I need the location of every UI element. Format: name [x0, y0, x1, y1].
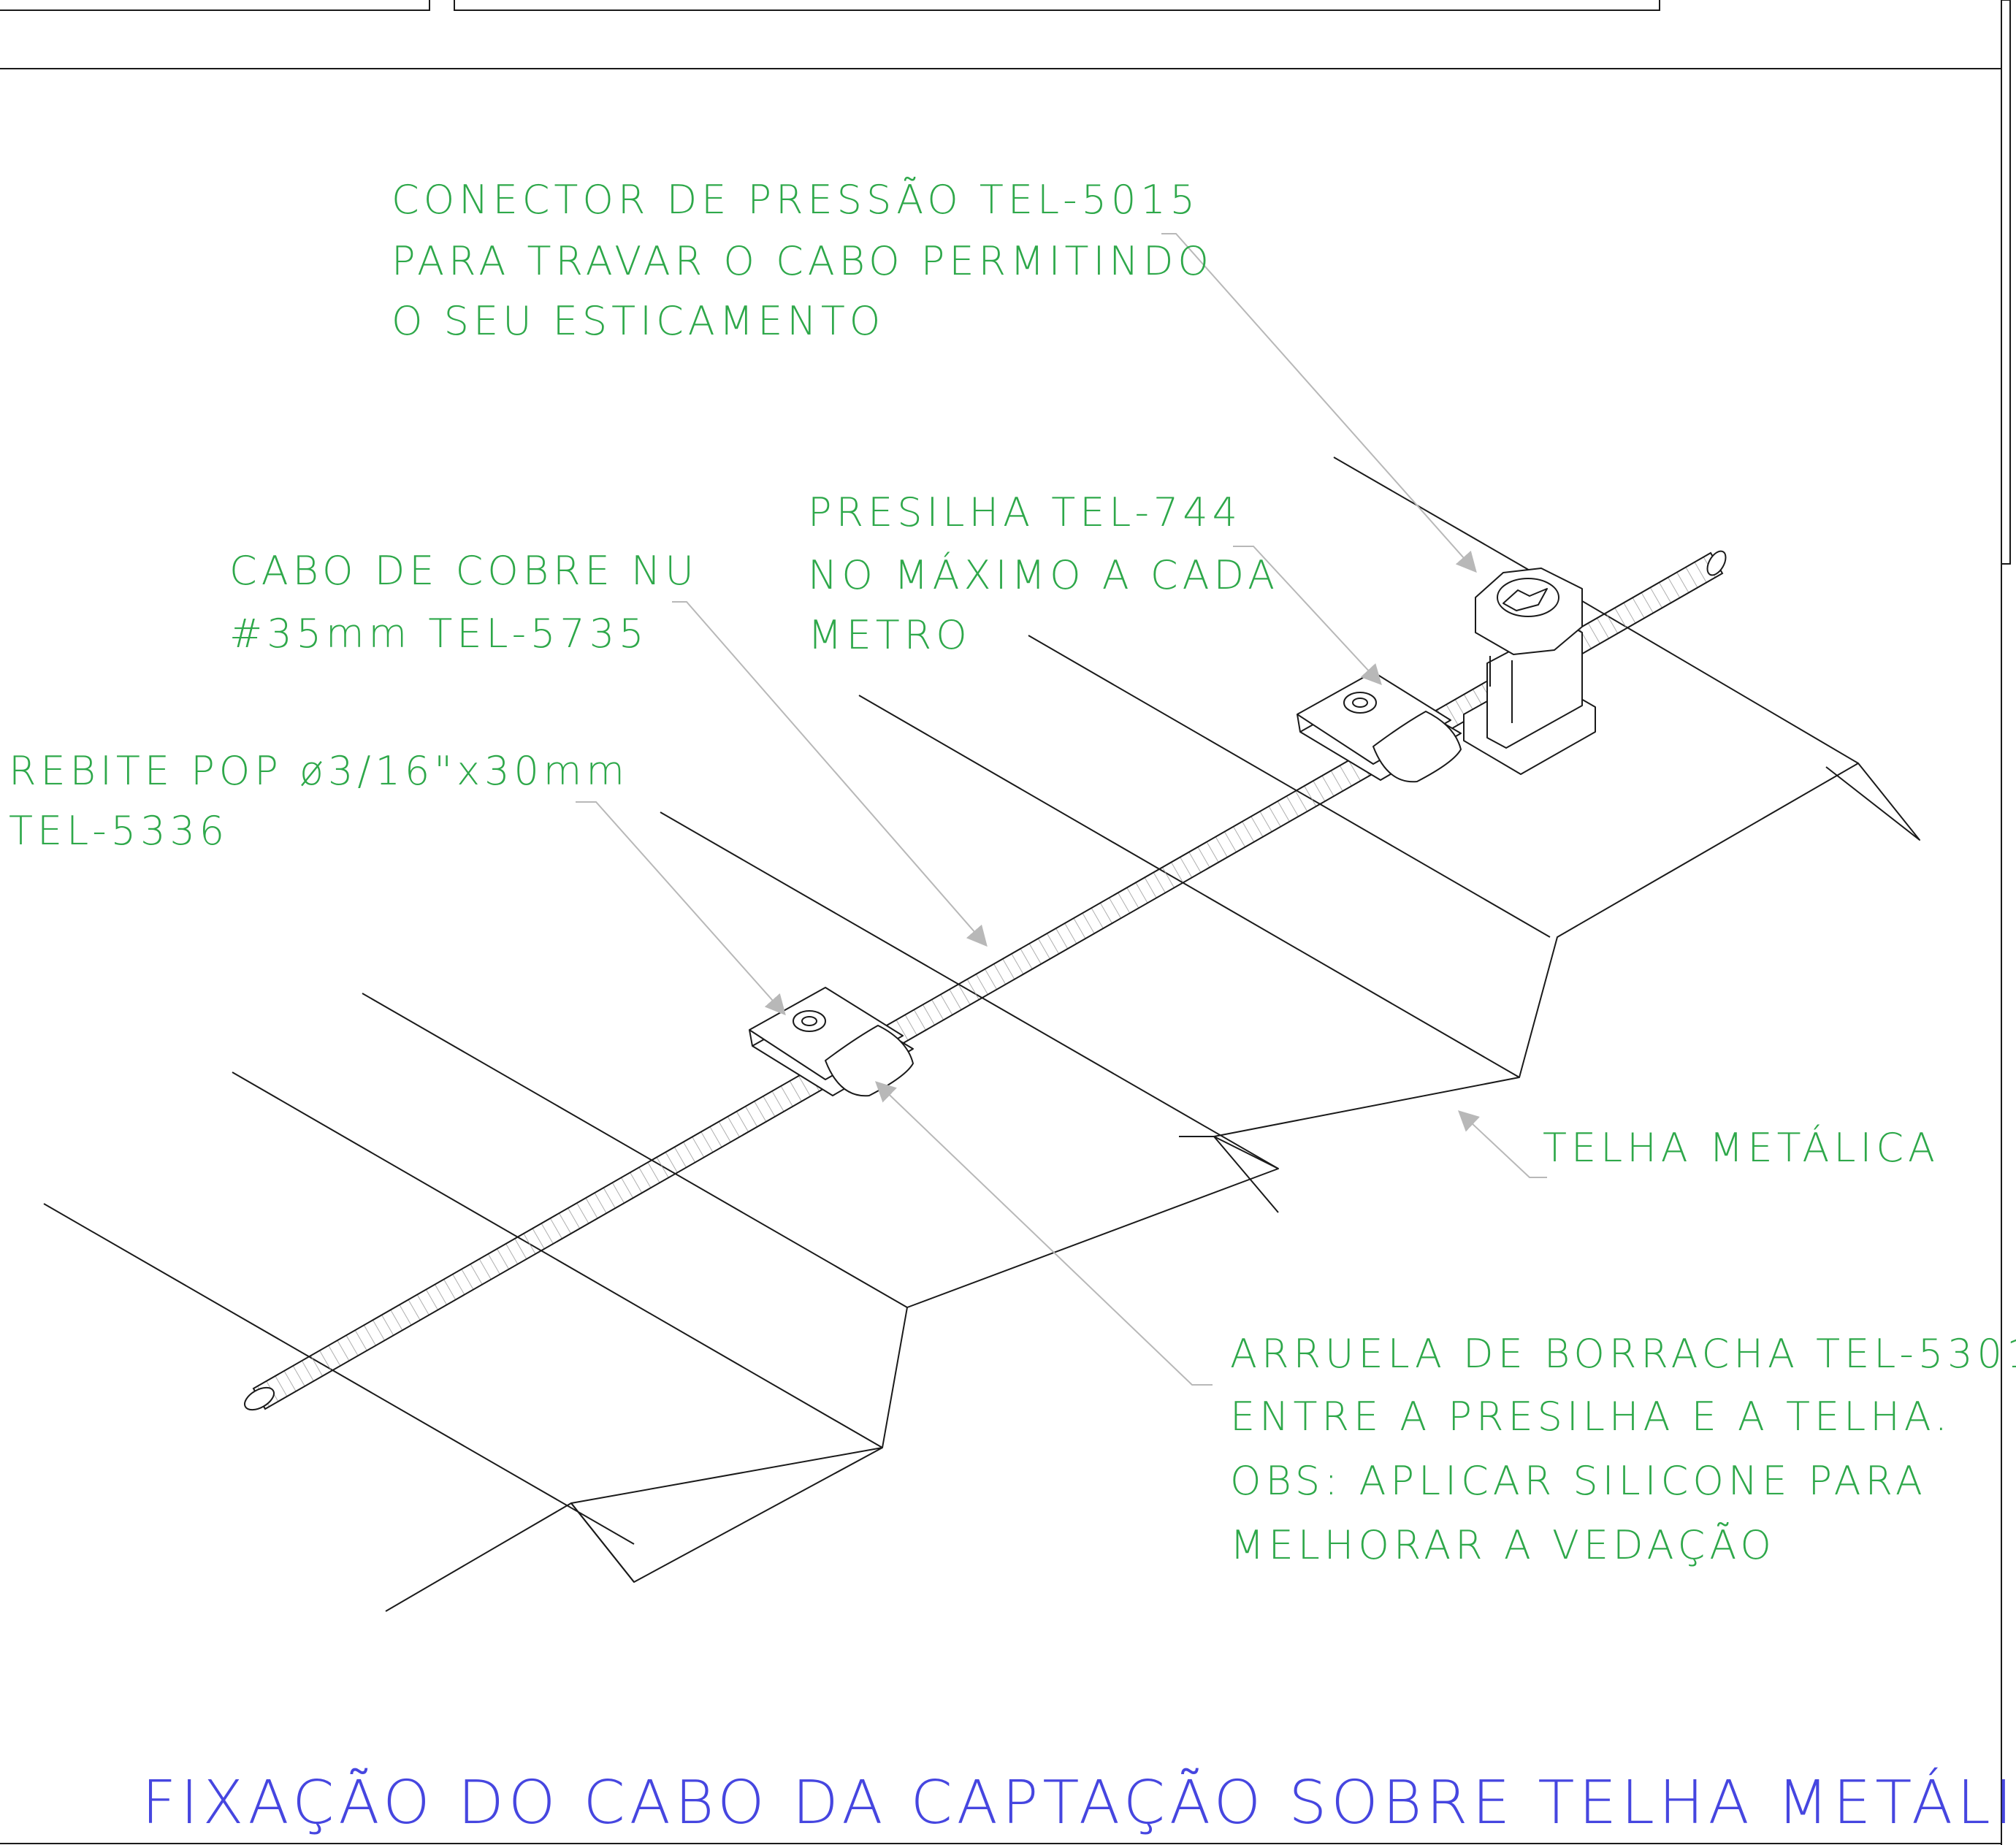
- cable-end: [244, 1386, 275, 1411]
- callout-telha-line1: TELHA METÁLICA: [1543, 1125, 1939, 1171]
- rivet-hole: [801, 1016, 817, 1026]
- leader-conector: [1161, 233, 1477, 573]
- leader-arruela: [874, 1081, 1213, 1386]
- connector-screw-head: [1497, 578, 1559, 617]
- rivet-hole: [1352, 698, 1368, 708]
- pressure-connector: [1463, 568, 1596, 775]
- callout-arruela-line3: OBS: APLICAR SILICONE PARA: [1230, 1458, 1927, 1504]
- leader-lines: [576, 233, 1547, 1386]
- callout-conector: CONECTOR DE PRESSÃO TEL-5015 PARA TRAVAR…: [392, 177, 1213, 344]
- callout-presilha: PRESILHA TEL-744 NO MÁXIMO A CADA METRO: [808, 489, 1279, 658]
- callout-cabo-line2: #35mm TEL-5735: [229, 611, 648, 657]
- roof-valley: [1179, 1136, 1279, 1213]
- callout-rebite: REBITE POP ø3/16"x30mm TEL-5336: [9, 748, 629, 854]
- cable-end: [1706, 550, 1727, 576]
- drawing-title: FIXAÇÃO DO CABO DA CAPTAÇÃO SOBRE TELHA …: [142, 1767, 2016, 1838]
- leader-cabo: [672, 601, 988, 947]
- roof-fold-line: [232, 1072, 883, 1448]
- copper-cable: [244, 550, 1727, 1411]
- roof-fold-line: [362, 993, 908, 1308]
- presilha-clip-near: [749, 987, 914, 1097]
- presilha-clip-far: [1297, 671, 1462, 783]
- callout-presilha-line3: METRO: [808, 612, 971, 658]
- clip-loop: [1372, 711, 1462, 783]
- callout-arruela-line4: MELHORAR A VEDAÇÃO: [1230, 1522, 1776, 1568]
- callout-rebite-line2: TEL-5336: [9, 808, 229, 854]
- roof-end-rib: [1825, 763, 1920, 841]
- leader-presilha: [1233, 546, 1382, 686]
- connector-screw-slot: [1503, 588, 1548, 611]
- roof-far-edge: [1333, 457, 1551, 583]
- roof-fold-line: [1028, 635, 1551, 938]
- callout-arruela: ARRUELA DE BORRACHA TEL-5301 ENTRE A PRE…: [1230, 1331, 2016, 1568]
- callout-cabo-line1: CABO DE COBRE NU: [229, 548, 698, 594]
- callout-telha: TELHA METÁLICA: [1543, 1125, 1939, 1171]
- roof-near-edge: [385, 1502, 572, 1612]
- clip-loop: [825, 1025, 914, 1097]
- callout-cabo: CABO DE COBRE NU #35mm TEL-5735: [229, 548, 698, 657]
- title-block-cell-left: [0, 0, 430, 11]
- callout-presilha-line2: NO MÁXIMO A CADA: [808, 552, 1279, 598]
- callout-arruela-line2: ENTRE A PRESILHA E A TELHA.: [1230, 1394, 1952, 1440]
- callout-rebite-line1: REBITE POP ø3/16"x30mm: [9, 748, 629, 794]
- roof-fold-line: [43, 1203, 635, 1545]
- callout-conector-line1: CONECTOR DE PRESSÃO TEL-5015: [392, 177, 1199, 223]
- clip-plate-edge: [749, 1029, 753, 1047]
- callout-conector-line2: PARA TRAVAR O CABO PERMITINDO: [392, 238, 1213, 284]
- callout-arruela-line1: ARRUELA DE BORRACHA TEL-5301: [1230, 1331, 2016, 1377]
- clip-plate-edge: [1297, 714, 1301, 733]
- leader-rebite: [576, 801, 786, 1016]
- callout-presilha-line1: PRESILHA TEL-744: [808, 489, 1242, 535]
- leader-telha: [1457, 1110, 1547, 1178]
- roof-profile-front: [570, 581, 1859, 1583]
- roof-valley: [570, 1447, 883, 1583]
- title-block-cell-middle: [454, 0, 1660, 11]
- callout-conector-line3: O SEU ESTICAMENTO: [392, 298, 885, 344]
- roof-fold-line: [858, 695, 1520, 1078]
